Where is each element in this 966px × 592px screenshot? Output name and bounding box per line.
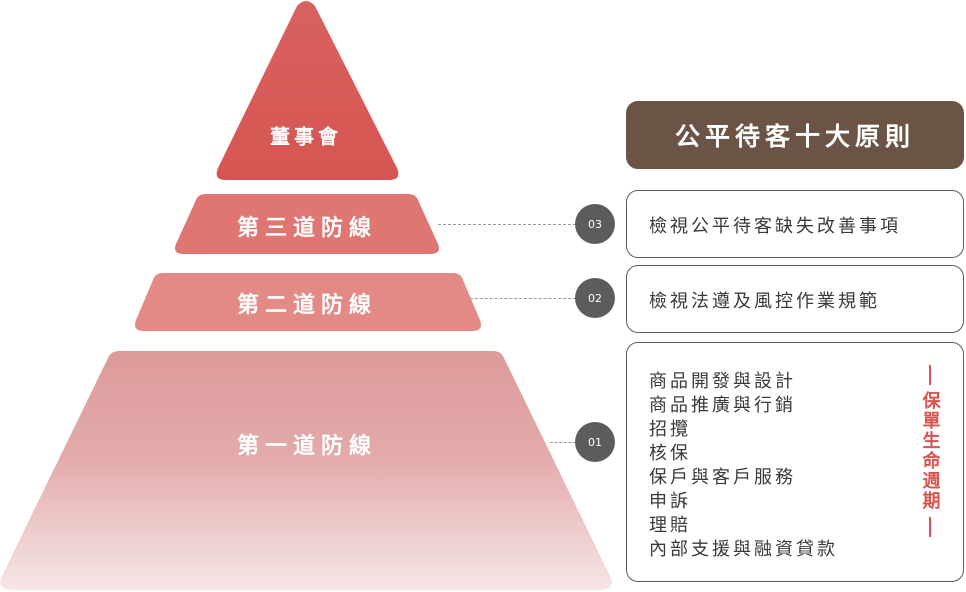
pyramid-top-shape — [216, 1, 399, 180]
marker-01: 01 — [575, 422, 615, 462]
list-item: 申訴 — [649, 491, 691, 512]
third-line-label: 第三道防線 — [236, 216, 378, 241]
lifecycle-text: 保單生命週期 — [919, 391, 941, 511]
principles-title: 公平待客十大原則 — [626, 101, 964, 169]
connector-03 — [438, 224, 576, 225]
second-line-text: 檢視法遵及風控作業規範 — [649, 291, 880, 312]
list-item: 核保 — [649, 443, 691, 464]
first-line-label: 第一道防線 — [236, 434, 378, 459]
lifecycle-bottom-bar — [929, 517, 931, 537]
marker-02: 02 — [575, 278, 615, 318]
list-item: 內部支援與融資貸款 — [649, 539, 838, 560]
pyramid-tier3-shape — [175, 194, 439, 254]
pyramid-tier1-shape — [0, 351, 612, 590]
connector-01 — [550, 442, 576, 443]
second-line-box: 檢視法遵及風控作業規範 — [626, 265, 964, 333]
lifecycle-top-bar — [929, 365, 931, 385]
list-item: 商品開發與設計 — [649, 371, 796, 392]
list-item: 商品推廣與行銷 — [649, 395, 796, 416]
third-line-box: 檢視公平待客缺失改善事項 — [626, 190, 964, 258]
third-line-text: 檢視公平待客缺失改善事項 — [649, 216, 901, 237]
pyramid-tier2-shape — [135, 273, 481, 331]
second-line-label: 第二道防線 — [236, 293, 378, 318]
marker-03: 03 — [575, 204, 615, 244]
policy-lifecycle-label: 保單生命週期 — [910, 365, 950, 565]
board-label: 董事會 — [270, 124, 342, 149]
list-item: 保戶與客戶服務 — [649, 467, 796, 488]
connector-02 — [470, 298, 576, 299]
first-line-box: 商品開發與設計 商品推廣與行銷 招攬 核保 保戶與客戶服務 申訴 理賠 內部支援… — [626, 342, 964, 582]
list-item: 理賠 — [649, 515, 691, 536]
list-item: 招攬 — [649, 419, 691, 440]
